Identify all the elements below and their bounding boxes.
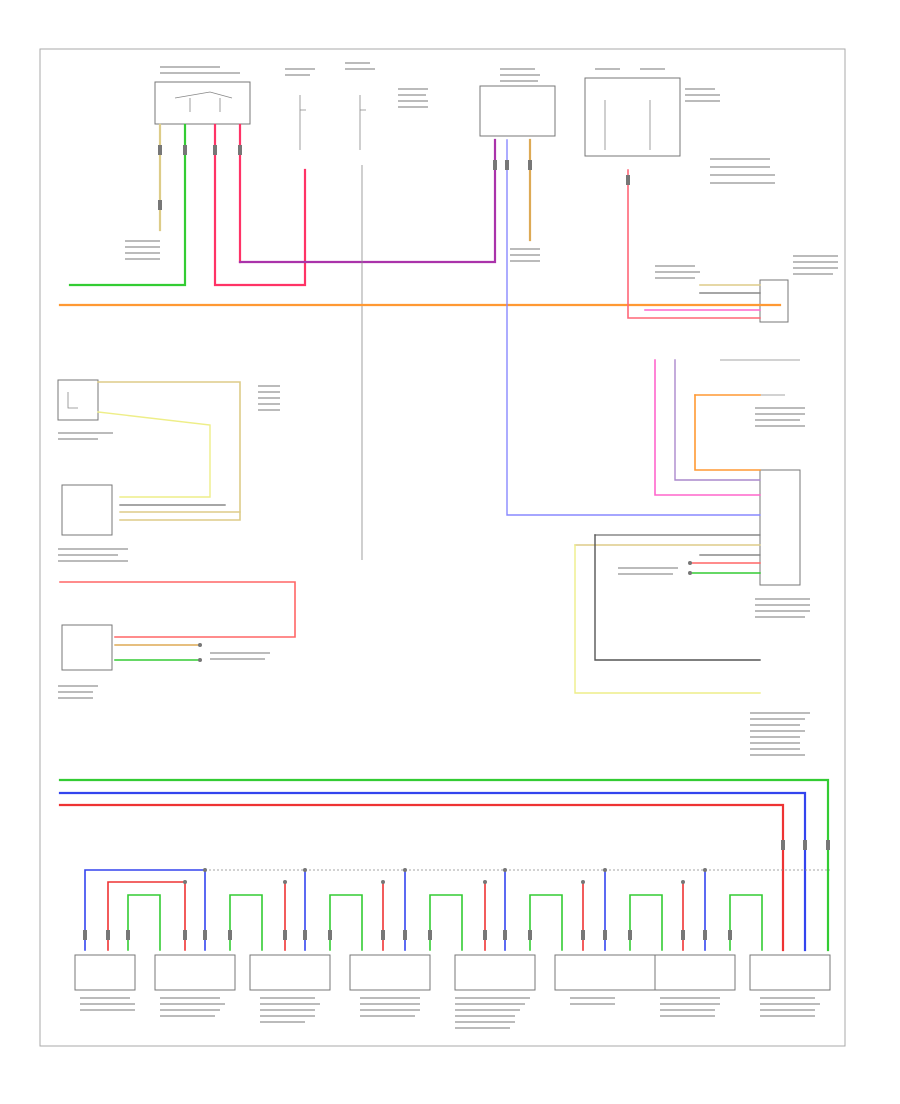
bus-red [58, 803, 785, 952]
center-module-box [479, 85, 556, 137]
right-module-box [759, 279, 789, 323]
illegible-label-marks [58, 62, 838, 1029]
wire-pink-3 [627, 169, 761, 319]
sensor-box-3 [61, 624, 113, 671]
bottom-module-1 [74, 954, 136, 991]
right-fuse-block [584, 77, 681, 157]
control-module-box [759, 469, 801, 586]
middle-left-components [57, 379, 113, 671]
switch-module-box [154, 81, 251, 125]
wire-pink-1 [213, 123, 307, 287]
page-border [39, 48, 846, 1047]
bus-green [58, 778, 830, 952]
right-module-group [759, 279, 801, 586]
bottom-module-8 [749, 954, 831, 991]
bus-blue [58, 791, 807, 952]
top-wires [58, 123, 782, 560]
wire-violet-1 [506, 139, 761, 516]
bottom-module-2 [154, 954, 236, 991]
middle-wires [59, 359, 800, 694]
bottom-modules [74, 954, 831, 991]
bus-wires [58, 778, 830, 952]
sensor-box-2 [61, 484, 113, 536]
connector-marks [83, 145, 830, 940]
wire-green-1 [68, 123, 187, 287]
top-components [154, 77, 681, 157]
bottom-module-5 [454, 954, 536, 991]
bottom-module-6 [554, 954, 661, 991]
wire-purple-1 [238, 138, 497, 264]
sensor-box-1 [57, 379, 99, 421]
bottom-module-7 [654, 954, 736, 991]
bottom-module-4 [349, 954, 431, 991]
bottom-module-3 [249, 954, 331, 991]
